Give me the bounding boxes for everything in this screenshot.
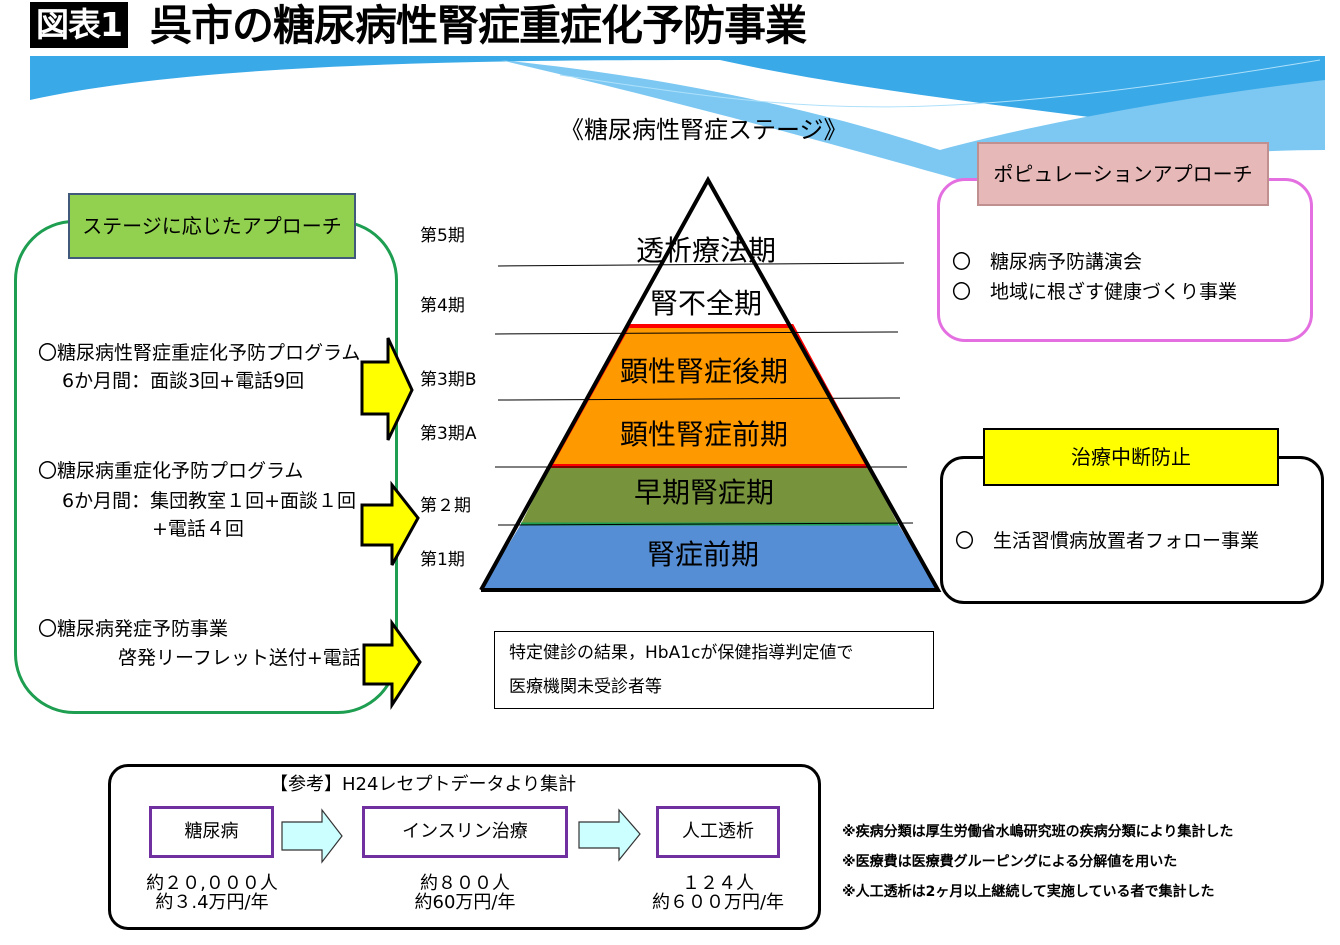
stage-label-2: 第２期 — [420, 496, 471, 516]
stage-divider — [497, 397, 901, 401]
treatment-dropout-heading: 治療中断防止 — [983, 428, 1279, 486]
reference-title: 【参考】H24レセプトデータより集計 — [270, 774, 577, 795]
reference-panel — [108, 764, 821, 930]
pyramid-label-dialysis: 透析療法期 — [635, 234, 776, 267]
stage-label-1: 第1期 — [420, 550, 465, 570]
program-3-title: 〇糖尿病発症予防事業 — [38, 618, 229, 640]
program-2-title: 〇糖尿病重症化予防プログラム — [38, 460, 304, 482]
reference-step-insulin: インスリン治療 — [362, 806, 568, 858]
population-item: 〇 糖尿病予防講演会 — [952, 251, 1143, 273]
program-1-title: 〇糖尿病性腎症重症化予防プログラム — [38, 342, 361, 364]
banner-wave-dark — [30, 56, 1325, 150]
program-1-detail: 6か月間：面談3回+電話9回 — [62, 370, 305, 392]
reference-count: １２４人 — [682, 873, 754, 894]
stage-heading: 《糖尿病性腎症ステージ》 — [560, 116, 848, 144]
stage-divider — [497, 522, 914, 526]
reference-step-dialysis: 人工透析 — [656, 806, 780, 858]
criteria-line: 特定健診の結果，HbA1cが保健指導判定値で — [509, 643, 854, 663]
pyramid-label-early-nephropathy: 早期腎症期 — [633, 476, 774, 509]
treatment-dropout-item: 〇 生活習慣病放置者フォロー事業 — [955, 530, 1260, 552]
stage-approach-heading: ステージに応じたアプローチ — [68, 193, 356, 259]
reference-step-diabetes: 糖尿病 — [149, 806, 274, 858]
stage-label-5: 第5期 — [420, 226, 465, 246]
pyramid-label-renal-failure: 腎不全期 — [649, 287, 762, 320]
pyramid-label-pre-nephropathy: 腎症前期 — [646, 538, 759, 571]
stage-label-4: 第4期 — [420, 296, 465, 316]
reference-count: 約２０,０００人 — [146, 873, 278, 894]
stage-label-3b: 第3期B — [420, 370, 477, 390]
figure-badge: 図表1 — [30, 2, 128, 48]
criteria-line: 医療機関未受診者等 — [509, 677, 662, 697]
population-approach-heading: ポピュレーションアプローチ — [977, 142, 1269, 206]
banner-line — [559, 59, 1321, 108]
program-2-detail: 6か月間：集団教室１回+面談１回 — [62, 490, 357, 512]
reference-cost: 約60万円/年 — [414, 892, 516, 913]
stage-divider — [494, 331, 899, 335]
stage-label-3a: 第3期A — [420, 424, 477, 444]
page-title: 呉市の糖尿病性腎症重症化予防事業 — [150, 1, 807, 50]
reference-cost: 約６００万円/年 — [651, 892, 785, 913]
program-3-detail: 啓発リーフレット送付+電話 — [118, 647, 361, 669]
criteria-box: 特定健診の結果，HbA1cが保健指導判定値で 医療機関未受診者等 — [494, 631, 934, 709]
population-item: 〇 地域に根ざす健康づくり事業 — [952, 281, 1238, 303]
pyramid-label-overt-late: 顕性腎症後期 — [619, 355, 788, 388]
footnote: ※疾病分類は厚生労働省水嶋研究班の疾病分類により集計した — [842, 824, 1234, 840]
pyramid-label-overt-early: 顕性腎症前期 — [619, 418, 788, 451]
program-2-detail-2: +電話４回 — [152, 518, 244, 540]
reference-count: 約８００人 — [420, 873, 510, 894]
footnote: ※人工透析は2ヶ月以上継続して実施している者で集計した — [842, 884, 1215, 900]
reference-cost: 約３.4万円/年 — [155, 892, 269, 913]
footnote: ※医療費は医療費グルーピングによる分解値を用いた — [842, 854, 1178, 870]
